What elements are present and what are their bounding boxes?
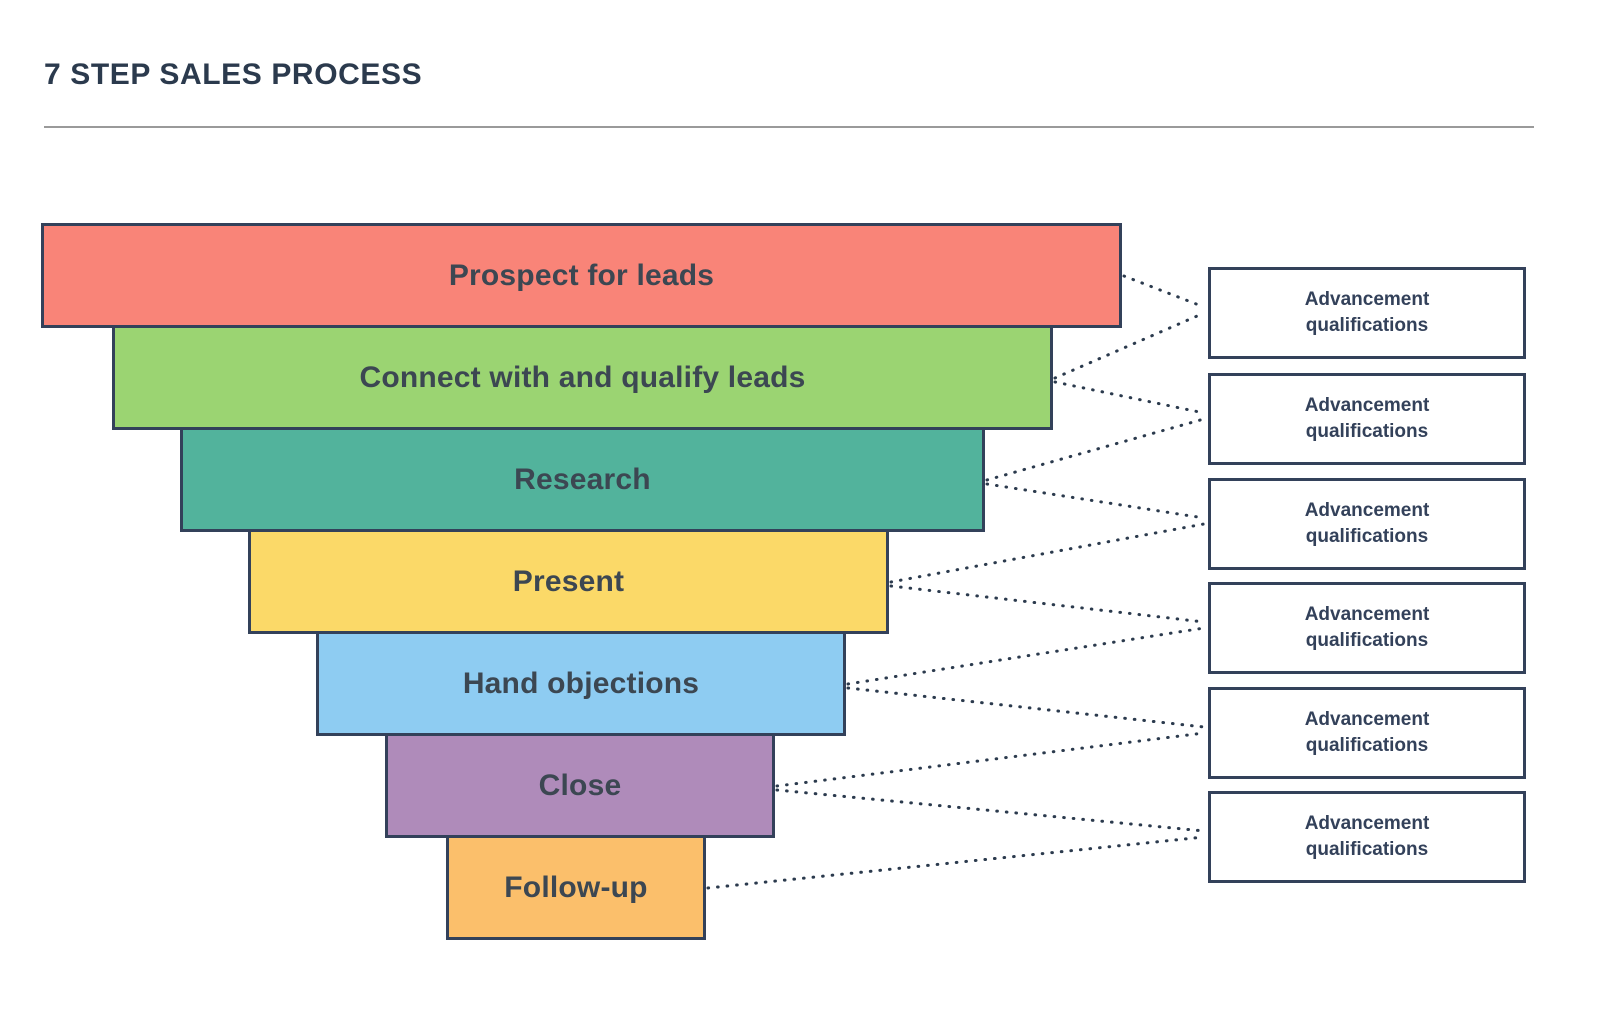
qualification-line-2: qualifications xyxy=(1305,839,1429,860)
qualification-line-2: qualifications xyxy=(1305,526,1429,547)
qualification-line-1: Advancement xyxy=(1304,289,1430,311)
qualification-box-text: Advancement qualifications xyxy=(1305,393,1430,444)
qualification-line-1: Advancement xyxy=(1304,395,1430,417)
qualification-box-text: Advancement qualifications xyxy=(1305,811,1430,862)
qualification-box[interactable]: Advancement qualifications xyxy=(1208,267,1526,359)
qualification-line-1: Advancement xyxy=(1304,813,1430,835)
qualification-line-2: qualifications xyxy=(1305,315,1429,336)
qualification-line-2: qualifications xyxy=(1305,630,1429,651)
qualification-box-text: Advancement qualifications xyxy=(1305,498,1430,549)
funnel-step-label: Research xyxy=(514,462,651,496)
page-title: 7 STEP SALES PROCESS xyxy=(44,58,423,91)
funnel-step-present[interactable]: Present xyxy=(248,529,889,634)
qualification-line-2: qualifications xyxy=(1305,735,1429,756)
funnel-step-research[interactable]: Research xyxy=(180,427,985,532)
funnel-step-label: Connect with and qualify leads xyxy=(359,360,806,394)
qualification-box[interactable]: Advancement qualifications xyxy=(1208,478,1526,570)
funnel-step-hand-objections[interactable]: Hand objections xyxy=(316,631,846,736)
qualification-line-1: Advancement xyxy=(1304,709,1430,731)
qualification-box[interactable]: Advancement qualifications xyxy=(1208,373,1526,465)
qualification-box[interactable]: Advancement qualifications xyxy=(1208,687,1526,779)
qualification-box-text: Advancement qualifications xyxy=(1305,287,1430,338)
qualification-box[interactable]: Advancement qualifications xyxy=(1208,791,1526,883)
title-divider xyxy=(44,126,1534,128)
qualification-line-2: qualifications xyxy=(1305,421,1429,442)
funnel-step-label: Follow-up xyxy=(504,870,648,904)
qualification-line-1: Advancement xyxy=(1304,604,1430,626)
qualification-box[interactable]: Advancement qualifications xyxy=(1208,582,1526,674)
qualification-box-text: Advancement qualifications xyxy=(1305,602,1430,653)
funnel-step-label: Hand objections xyxy=(462,666,700,700)
funnel-step-label: Close xyxy=(538,768,622,802)
funnel-step-follow-up[interactable]: Follow-up xyxy=(446,835,706,940)
funnel-step-label: Present xyxy=(512,564,625,598)
qualification-line-1: Advancement xyxy=(1304,500,1430,522)
funnel-step-connect-with-and-qualify-leads[interactable]: Connect with and qualify leads xyxy=(112,325,1053,430)
funnel-step-prospect-for-leads[interactable]: Prospect for leads xyxy=(41,223,1122,328)
funnel-step-label: Prospect for leads xyxy=(448,258,715,292)
qualification-box-text: Advancement qualifications xyxy=(1305,707,1430,758)
funnel-step-close[interactable]: Close xyxy=(385,733,775,838)
